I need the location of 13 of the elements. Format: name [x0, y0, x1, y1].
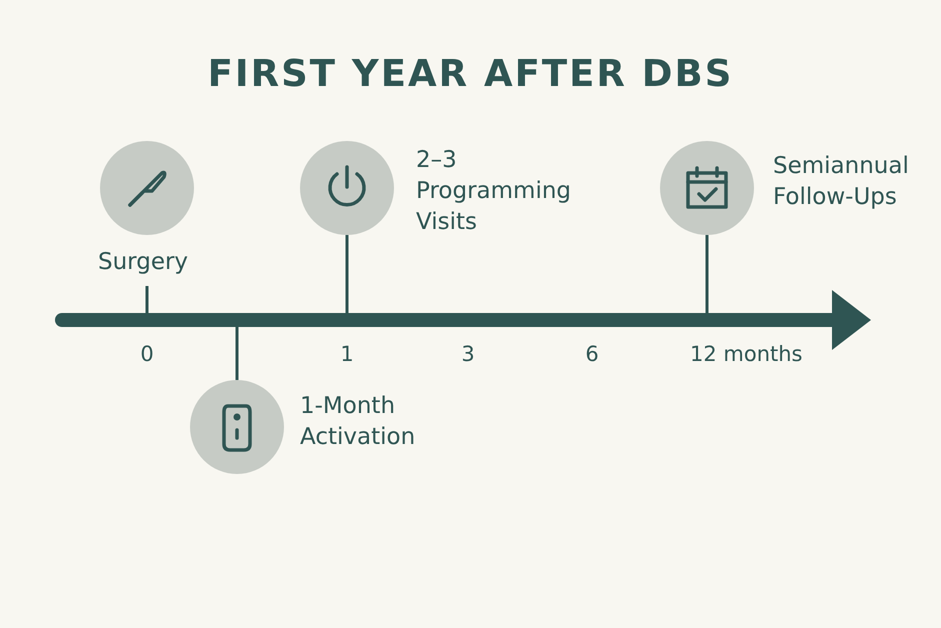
- connector-line: [346, 235, 348, 314]
- tick-label: 0: [139, 342, 155, 366]
- tick-label: 6: [584, 342, 600, 366]
- tick-label: 12 months: [690, 342, 802, 366]
- tick-label: 1: [339, 342, 355, 366]
- milestone-label: Semiannual Follow-Ups: [773, 152, 910, 212]
- milestone-label: 1-Month Activation: [300, 392, 416, 452]
- milestone-label: 2–3 Programming Visits: [416, 146, 572, 237]
- title: FIRST YEAR AFTER DBS: [206, 52, 734, 95]
- connector-line: [706, 235, 708, 314]
- milestone-label: Surgery: [98, 248, 190, 277]
- tick-label: 3: [460, 342, 476, 366]
- connector-line: [236, 326, 238, 380]
